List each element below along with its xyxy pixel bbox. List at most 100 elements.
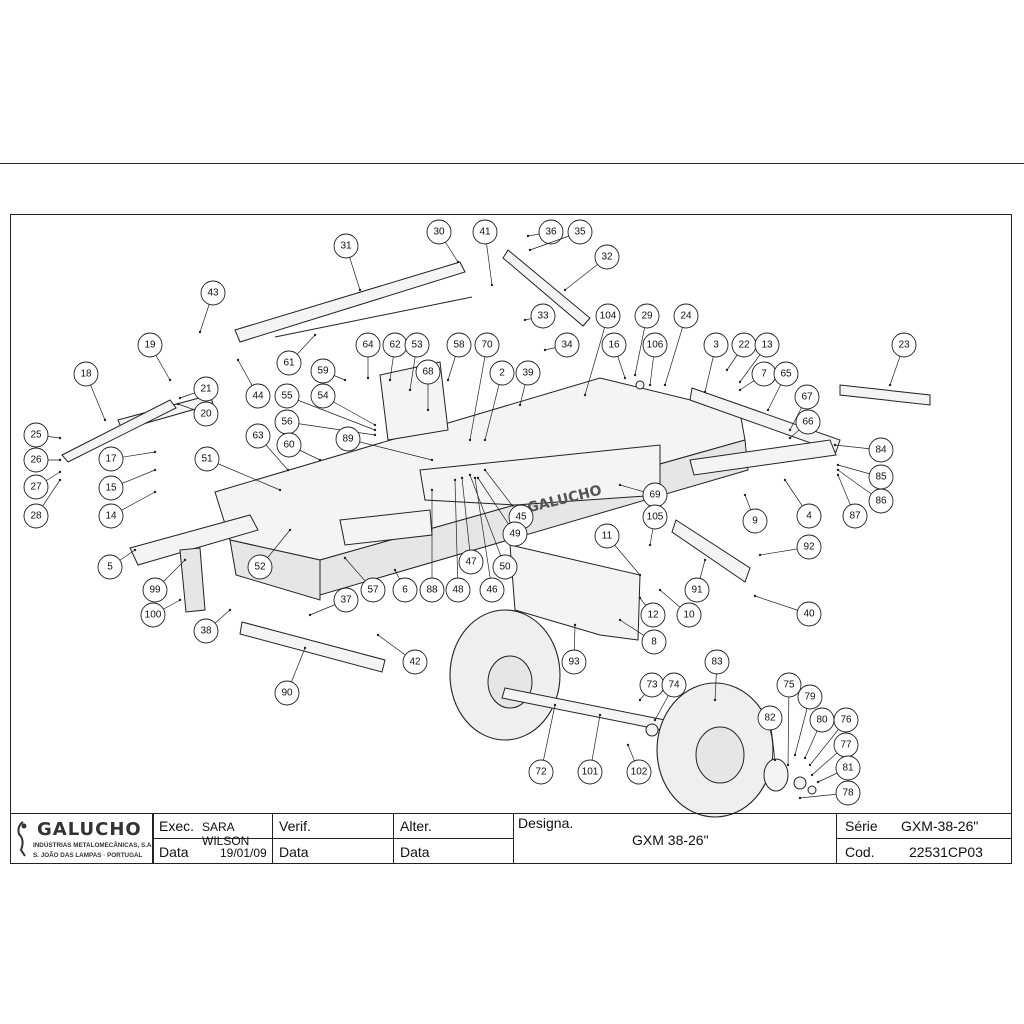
callout-number: 13 [761,340,773,351]
callout-balloon [392,577,418,603]
callout-65: 65 [773,361,799,387]
callout-balloon [458,549,484,575]
callout-anchor-83 [713,698,717,702]
callout-number: 51 [201,454,213,465]
callout-number: 60 [283,440,295,451]
callout-number: 85 [875,472,887,483]
callout-number: 64 [362,340,374,351]
callout-anchor-41 [490,283,494,287]
callout-anchor-60 [318,458,322,462]
callout-balloon [673,303,699,329]
callout-90: 90 [274,680,300,706]
callout-number: 18 [80,369,92,380]
callout-15: 15 [98,475,124,501]
callout-81: 81 [835,755,861,781]
callout-anchor-104 [583,393,587,397]
callout-26: 26 [23,447,49,473]
callout-balloon [891,332,917,358]
callout-anchor-55 [373,428,377,432]
callout-anchor-39 [518,403,522,407]
callout-anchor-42 [376,633,380,637]
callout-balloon [601,332,627,358]
callout-anchor-21 [178,396,182,400]
callout-anchor-76 [808,763,812,767]
callout-number: 29 [641,311,653,322]
alter-date-cell: Data [393,838,514,864]
callout-balloon [577,759,603,785]
callout-number: 78 [842,788,854,799]
callout-balloon [742,508,768,534]
callout-balloon [640,602,666,628]
callout-balloon [757,705,783,731]
callout-leader-75 [787,684,790,766]
callout-number: 32 [601,252,613,263]
callout-84: 84 [868,437,894,463]
callout-balloon [868,488,894,514]
exec-label: Exec. [159,818,195,834]
callout-balloon [661,672,687,698]
callout-anchor-102 [626,743,630,747]
callout-balloon [355,332,381,358]
callout-number: 22 [738,340,750,351]
callout-balloon [245,383,271,409]
callout-leader-51 [206,458,281,491]
callout-anchor-19 [168,378,172,382]
callout-number: 52 [254,562,266,573]
alter-cell: Alter. [393,813,514,839]
wheel-axle-assembly [449,609,817,818]
callout-anchor-86 [836,468,840,472]
callout-24: 24 [673,303,699,329]
callout-number: 12 [647,610,659,621]
callout-balloon [98,503,124,529]
callout-21: 21 [193,376,219,402]
hitch-assembly [179,509,751,673]
callout-leader-104 [584,315,609,396]
galucho-logo-icon [17,821,27,857]
callout-anchor-43 [198,330,202,334]
callout-number: 35 [574,227,586,238]
callout-anchor-66 [788,436,792,440]
callout-number: 8 [651,637,657,648]
callout-number: 14 [105,511,117,522]
callout-number: 99 [149,585,161,596]
callout-57: 57 [360,577,386,603]
callout-100: 100 [140,602,166,628]
callout-number: 89 [342,434,354,445]
callout-anchor-81 [816,780,820,784]
callout-balloon [776,672,802,698]
serie-value: GXM-38-26" [901,818,979,834]
callout-balloon [404,332,430,358]
callout-number: 57 [367,585,379,596]
callout-5: 5 [97,554,123,580]
callout-anchor-90 [303,646,307,650]
company-line-1: INDÚSTRIAS METALOMECÂNICAS, S.A. [33,842,154,849]
callout-number: 45 [515,512,527,523]
callout-anchor-12 [638,596,642,600]
callout-87: 87 [842,503,868,529]
callout-anchor-30 [456,260,460,264]
callout-balloon [634,303,660,329]
callout-number: 62 [389,340,401,351]
callout-leader-47 [461,477,472,563]
callout-number: 59 [317,366,329,377]
callout-anchor-27 [58,470,62,474]
callout-number: 76 [840,715,852,726]
callout-number: 16 [608,340,620,351]
callout-19: 19 [137,332,163,358]
callout-anchor-47 [460,476,464,480]
callout-number: 92 [803,542,815,553]
callout-number: 54 [317,391,329,402]
company-logo-cell: GALUCHO INDÚSTRIAS METALOMECÂNICAS, S.A.… [10,813,153,864]
callout-number: 41 [479,227,491,238]
callout-anchor-8 [618,618,622,622]
callout-61: 61 [276,350,302,376]
callout-anchor-91 [703,558,707,562]
callout-12: 12 [640,602,666,628]
callout-anchor-51 [278,488,282,492]
callout-anchor-101 [598,713,602,717]
callout-74: 74 [661,672,687,698]
callout-balloon [200,280,226,306]
callout-number: 24 [680,311,692,322]
callout-balloon [310,358,336,384]
callout-anchor-38 [228,608,232,612]
